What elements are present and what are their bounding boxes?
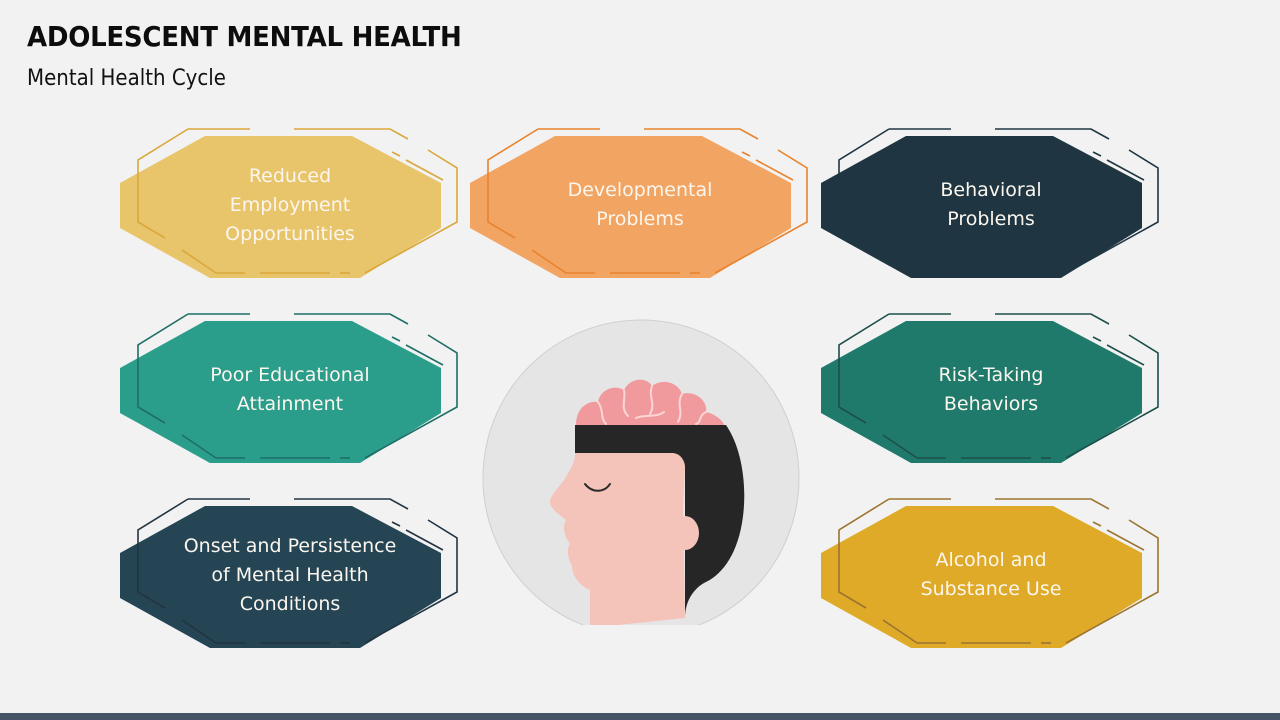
ear <box>671 516 699 550</box>
footer-bar <box>0 713 1280 720</box>
head-with-brain-icon <box>480 318 805 628</box>
octagon-shape <box>120 313 458 463</box>
head-illustration <box>482 319 800 625</box>
hair <box>575 425 745 618</box>
octagon-shape <box>821 498 1159 648</box>
octagon-shape <box>120 498 458 648</box>
page-subtitle: Mental Health Cycle <box>27 66 226 91</box>
closed-eye <box>584 483 611 492</box>
face <box>550 453 685 625</box>
octagon-shape <box>821 313 1159 463</box>
octagon-shape <box>470 128 808 278</box>
octagon-shape <box>821 128 1159 278</box>
brain-icon <box>576 379 724 425</box>
octagon-shape <box>120 128 458 278</box>
page-title: ADOLESCENT MENTAL HEALTH <box>27 20 462 53</box>
